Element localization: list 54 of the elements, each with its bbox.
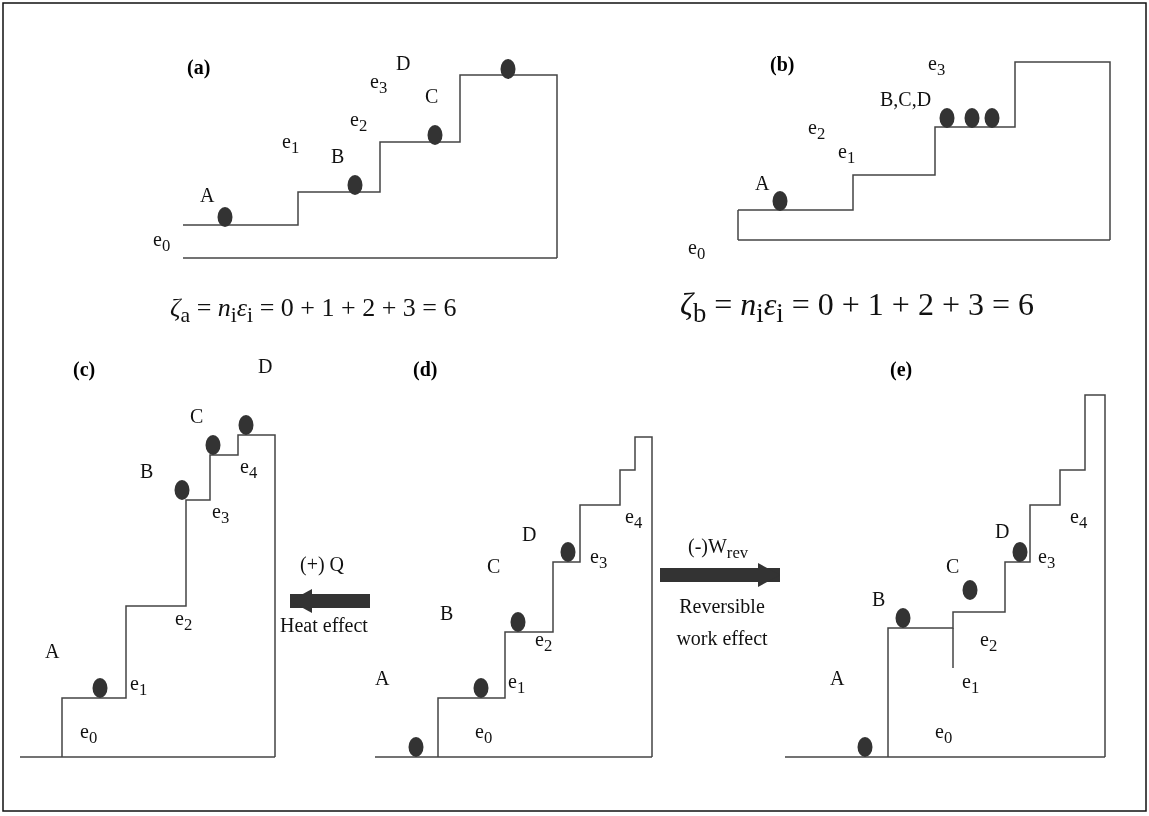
level-label: e$_{4}$ [1070,505,1088,534]
equation: ζ$_{a}$ = n$_{i}$ε$_{i}$ = 0 + 1 + 2 + 3 = 6 [170,292,457,330]
edge-label: (+) Q [300,553,345,575]
level-label: e$_{0}$ [688,236,706,265]
level-label: A [830,667,845,689]
level-label: e$_{1}$ [282,130,300,159]
level-label: Heat effect [280,614,368,636]
level-label: B [331,145,345,167]
panel-label: (b) [770,53,795,75]
level-label: e$_{0}$ [153,228,171,257]
level-label: D [995,520,1010,542]
level-label: A [45,640,60,662]
level-label: D [522,523,537,545]
level-label: e$_{2}$ [350,108,368,137]
panel-label: (c) [73,358,96,380]
level-label: e$_{3}$ [928,52,946,81]
level-label: B [140,460,154,482]
level-label: C [425,85,439,107]
level-label: e$_{2}$ [808,116,826,145]
level-label: e$_{4}$ [625,505,643,534]
level-label: e$_{3}$ [1038,545,1056,574]
level-label: A [200,184,215,206]
arrow [660,563,780,587]
level-label: e$_{0}$ [475,720,493,749]
level-label: A [755,172,770,194]
level-label: e$_{3}$ [590,545,608,574]
level-label: B,C,D [880,88,932,110]
arrow [290,589,370,613]
level-label: e$_{2}$ [175,607,193,636]
level-label: e$_{3}$ [370,70,388,99]
level-label: D [396,52,411,74]
level-label: A [375,667,390,689]
panel-label: (a) [187,56,211,78]
level-label: C [946,555,960,577]
level-label: B [440,602,454,624]
level-label: e$_{1}$ [508,670,526,699]
level-label: e$_{2}$ [980,628,998,657]
level-label: e$_{0}$ [935,720,953,749]
level-label: e$_{2}$ [535,628,553,657]
level-label: e$_{1}$ [962,670,980,699]
equation: ζ$_{b}$ = n$_{i}$ε$_{i}$ = 0 + 1 + 2 + 3 = 6 [680,285,1034,331]
level-label: e$_{4}$ [240,455,258,484]
level-label: e$_{3}$ [212,500,230,529]
edge-label: (-)W$_{rev}$ [688,535,749,564]
level-label: B [872,588,886,610]
effect-caption: Reversible work effect [675,594,769,651]
level-label: e$_{1}$ [130,672,148,701]
panel-label: (d) [413,358,438,380]
panel-label: (e) [890,358,913,380]
level-label: C [487,555,501,577]
level-label: e$_{0}$ [80,720,98,749]
level-label: C [190,405,204,427]
level-label: e$_{1}$ [838,140,856,169]
level-label: D [258,355,273,377]
